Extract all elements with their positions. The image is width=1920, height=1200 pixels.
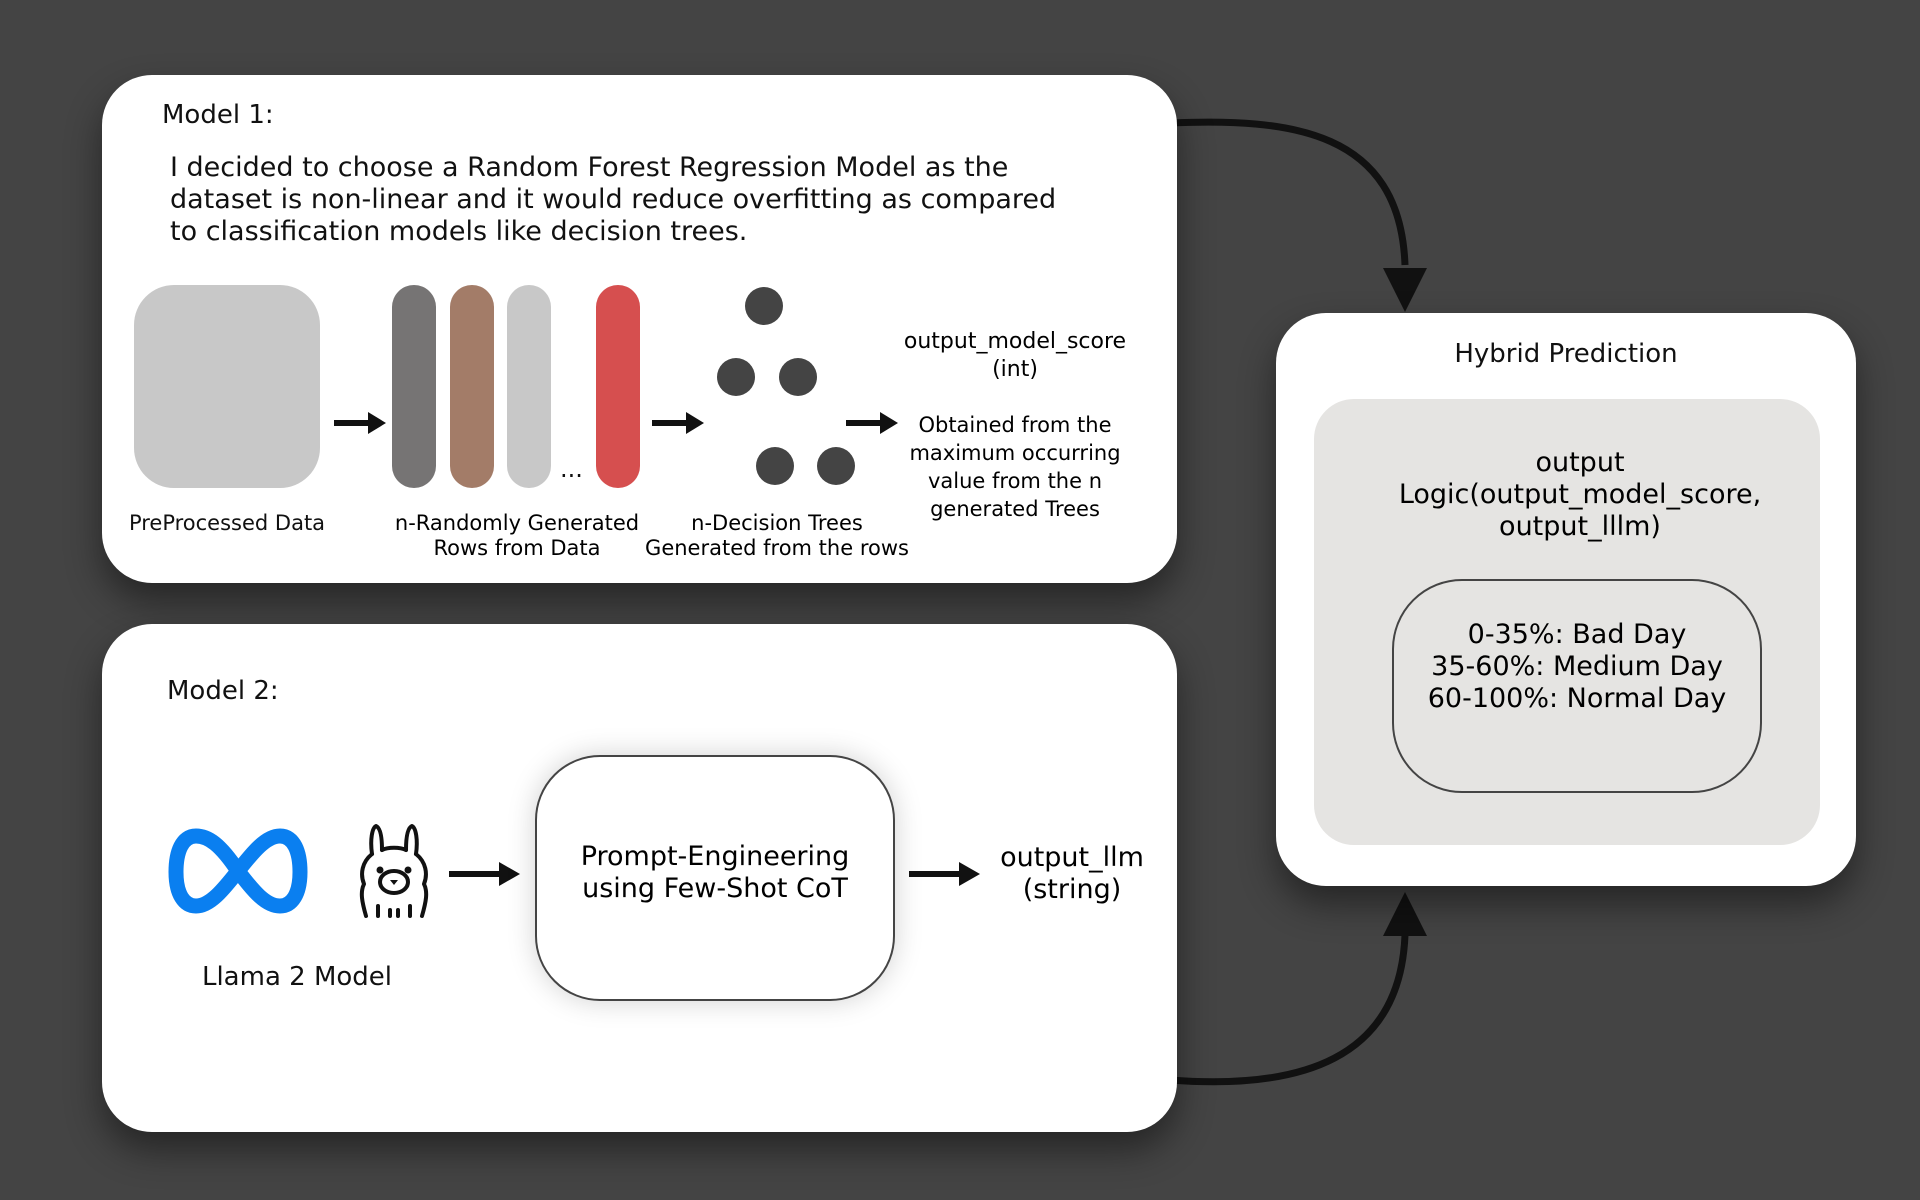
model1-description-line: dataset is non-linear and it would reduc… (170, 184, 1057, 215)
random-row-bar (450, 285, 494, 488)
hybrid-title: Hybrid Prediction (1454, 339, 1678, 369)
model2-output: output_llm (string) (982, 842, 1162, 906)
hybrid-logic-line: output_lllm) (1499, 511, 1661, 542)
rows-label-line: Rows from Data (433, 536, 601, 560)
random-row-bar (392, 285, 436, 488)
category-item: 35-60%: Medium Day (1431, 651, 1723, 682)
decision-tree-node (745, 287, 783, 325)
hybrid-logic-panel: output Logic(output_model_score, output_… (1314, 399, 1820, 845)
random-row-bar (507, 285, 551, 488)
arrow-right-icon (652, 412, 704, 434)
decision-tree-node (756, 447, 794, 485)
trees-label: n-Decision Trees Generated from the rows (627, 511, 927, 561)
rows-label: n-Randomly Generated Rows from Data (377, 511, 657, 561)
arrow-right-icon (449, 862, 520, 886)
model2-card: Model 2: Llama 2 Model Prompt-Engineeri (102, 624, 1177, 1132)
meta-logo-icon (168, 828, 308, 914)
model1-title: Model 1: (162, 100, 274, 130)
hybrid-logic-line: output (1535, 447, 1625, 478)
model1-output-line: output_model_score (903, 329, 1127, 354)
trees-label-line: Generated from the rows (645, 536, 909, 560)
model2-to-hybrid-arrowhead (1383, 892, 1427, 936)
model2-output-line: output_llm (1000, 842, 1144, 873)
hybrid-prediction-card: Hybrid Prediction output Logic(output_mo… (1276, 313, 1856, 886)
random-row-bar (596, 285, 640, 488)
prompt-engineering-box: Prompt-Engineering using Few-Shot CoT (535, 755, 895, 1001)
llama-model-label: Llama 2 Model (201, 962, 393, 992)
model1-to-hybrid-connector (1169, 118, 1409, 266)
arrow-right-icon (909, 862, 980, 886)
category-item: 0-35%: Bad Day (1467, 619, 1687, 650)
model2-output-line: (string) (1022, 874, 1122, 905)
model1-output-note-line: Obtained from the (918, 413, 1112, 437)
model2-title: Model 2: (167, 676, 279, 706)
model1-output-note: Obtained from the maximum occurring valu… (902, 411, 1128, 523)
hybrid-logic-line: Logic(output_model_score, (1398, 479, 1762, 510)
model1-output: output_model_score (int) (902, 328, 1128, 384)
trees-label-line: n-Decision Trees (691, 511, 863, 535)
model1-output-line: (int) (992, 357, 1038, 382)
preprocessed-data-label: PreProcessed Data (128, 511, 326, 535)
arrow-right-icon (334, 412, 386, 434)
decision-tree-node (779, 358, 817, 396)
model1-output-note-line: generated Trees (930, 497, 1100, 521)
decision-tree-node (817, 447, 855, 485)
model1-card: Model 1: I decided to choose a Random Fo… (102, 75, 1177, 583)
model1-to-hybrid-arrowhead (1383, 268, 1427, 312)
preprocessed-data-block (134, 285, 320, 488)
model2-to-hybrid-connector (1169, 934, 1409, 1086)
llama-icon (359, 824, 429, 918)
prompt-box-line: Prompt-Engineering (580, 841, 850, 872)
model1-output-note-line: value from the n (927, 469, 1103, 493)
model1-description: I decided to choose a Random Forest Regr… (170, 152, 1056, 248)
model1-description-line: to classification models like decision t… (170, 216, 748, 247)
ellipsis-label: ... (560, 455, 583, 483)
decision-tree-node (717, 358, 755, 396)
rows-label-line: n-Randomly Generated (394, 511, 640, 535)
model1-output-note-line: maximum occurring (909, 441, 1121, 465)
model1-description-line: I decided to choose a Random Forest Regr… (170, 152, 1009, 183)
category-item: 60-100%: Normal Day (1427, 683, 1727, 714)
prompt-box-line: using Few-Shot CoT (582, 873, 848, 904)
category-box: 0-35%: Bad Day 35-60%: Medium Day 60-100… (1392, 579, 1762, 793)
arrow-right-icon (846, 412, 898, 434)
